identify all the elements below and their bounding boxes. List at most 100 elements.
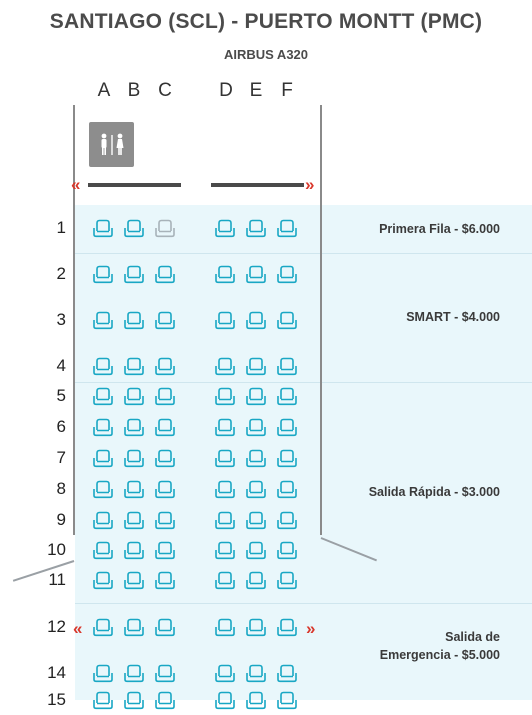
seat-5b[interactable] xyxy=(123,387,145,406)
seat-12c[interactable] xyxy=(154,618,176,637)
seat-icon xyxy=(155,691,175,710)
seat-9b[interactable] xyxy=(123,511,145,530)
seat-5d[interactable] xyxy=(214,387,236,406)
row-number: 1 xyxy=(56,218,66,237)
seat-1e[interactable] xyxy=(245,219,267,238)
seat-12f[interactable] xyxy=(276,618,298,637)
seat-14c[interactable] xyxy=(154,664,176,683)
seat-4d[interactable] xyxy=(214,357,236,376)
seat-7a[interactable] xyxy=(92,449,114,468)
seat-5f[interactable] xyxy=(276,387,298,406)
seat-12a[interactable] xyxy=(92,618,114,637)
seat-10e[interactable] xyxy=(245,541,267,560)
seat-10d[interactable] xyxy=(214,541,236,560)
seat-icon xyxy=(277,691,297,710)
seat-15f[interactable] xyxy=(276,691,298,710)
seat-7b[interactable] xyxy=(123,449,145,468)
seat-12e[interactable] xyxy=(245,618,267,637)
seat-2a[interactable] xyxy=(92,265,114,284)
seat-4b[interactable] xyxy=(123,357,145,376)
seat-12d[interactable] xyxy=(214,618,236,637)
seat-15a[interactable] xyxy=(92,691,114,710)
seat-2c[interactable] xyxy=(154,265,176,284)
seat-15d[interactable] xyxy=(214,691,236,710)
seat-icon xyxy=(124,387,144,406)
seat-7c[interactable] xyxy=(154,449,176,468)
seat-11d[interactable] xyxy=(214,571,236,590)
seat-icon xyxy=(277,418,297,437)
seat-2f[interactable] xyxy=(276,265,298,284)
seat-9e[interactable] xyxy=(245,511,267,530)
seat-icon xyxy=(277,449,297,468)
seat-2d[interactable] xyxy=(214,265,236,284)
seat-1b[interactable] xyxy=(123,219,145,238)
seat-2b[interactable] xyxy=(123,265,145,284)
seat-10c[interactable] xyxy=(154,541,176,560)
seat-8a[interactable] xyxy=(92,480,114,499)
seat-5e[interactable] xyxy=(245,387,267,406)
seat-icon xyxy=(277,511,297,530)
seat-10a[interactable] xyxy=(92,541,114,560)
seat-3d[interactable] xyxy=(214,311,236,330)
seat-1f[interactable] xyxy=(276,219,298,238)
seat-4c[interactable] xyxy=(154,357,176,376)
seat-8b[interactable] xyxy=(123,480,145,499)
seat-1d[interactable] xyxy=(214,219,236,238)
seat-icon xyxy=(215,418,235,437)
seat-6f[interactable] xyxy=(276,418,298,437)
seat-4a[interactable] xyxy=(92,357,114,376)
seat-4f[interactable] xyxy=(276,357,298,376)
seat-10b[interactable] xyxy=(123,541,145,560)
seat-icon xyxy=(215,449,235,468)
seat-3c[interactable] xyxy=(154,311,176,330)
seat-6c[interactable] xyxy=(154,418,176,437)
seat-7e[interactable] xyxy=(245,449,267,468)
seat-14a[interactable] xyxy=(92,664,114,683)
seat-11c[interactable] xyxy=(154,571,176,590)
seat-icon xyxy=(93,387,113,406)
seat-6d[interactable] xyxy=(214,418,236,437)
seat-9c[interactable] xyxy=(154,511,176,530)
seat-12b[interactable] xyxy=(123,618,145,637)
seat-15c[interactable] xyxy=(154,691,176,710)
seat-14d[interactable] xyxy=(214,664,236,683)
seat-3e[interactable] xyxy=(245,311,267,330)
fuselage-right-wall xyxy=(320,105,322,535)
seat-3f[interactable] xyxy=(276,311,298,330)
seat-6e[interactable] xyxy=(245,418,267,437)
seat-6b[interactable] xyxy=(123,418,145,437)
seat-9a[interactable] xyxy=(92,511,114,530)
seat-icon xyxy=(277,265,297,284)
seat-14f[interactable] xyxy=(276,664,298,683)
seat-14b[interactable] xyxy=(123,664,145,683)
seat-8e[interactable] xyxy=(245,480,267,499)
seat-1a[interactable] xyxy=(92,219,114,238)
seat-8c[interactable] xyxy=(154,480,176,499)
seat-icon xyxy=(93,618,113,637)
seat-9f[interactable] xyxy=(276,511,298,530)
seat-10f[interactable] xyxy=(276,541,298,560)
seat-8d[interactable] xyxy=(214,480,236,499)
seat-icon xyxy=(155,449,175,468)
seat-11b[interactable] xyxy=(123,571,145,590)
seat-icon xyxy=(277,664,297,683)
seat-3a[interactable] xyxy=(92,311,114,330)
seat-14e[interactable] xyxy=(245,664,267,683)
seat-9d[interactable] xyxy=(214,511,236,530)
seat-5c[interactable] xyxy=(154,387,176,406)
seat-5a[interactable] xyxy=(92,387,114,406)
seat-11e[interactable] xyxy=(245,571,267,590)
seat-8f[interactable] xyxy=(276,480,298,499)
seat-15b[interactable] xyxy=(123,691,145,710)
seat-11f[interactable] xyxy=(276,571,298,590)
seat-6a[interactable] xyxy=(92,418,114,437)
seat-7d[interactable] xyxy=(214,449,236,468)
seat-3b[interactable] xyxy=(123,311,145,330)
seat-icon xyxy=(124,691,144,710)
seat-15e[interactable] xyxy=(245,691,267,710)
seat-icon xyxy=(124,571,144,590)
seat-2e[interactable] xyxy=(245,265,267,284)
seat-4e[interactable] xyxy=(245,357,267,376)
seat-7f[interactable] xyxy=(276,449,298,468)
seat-11a[interactable] xyxy=(92,571,114,590)
